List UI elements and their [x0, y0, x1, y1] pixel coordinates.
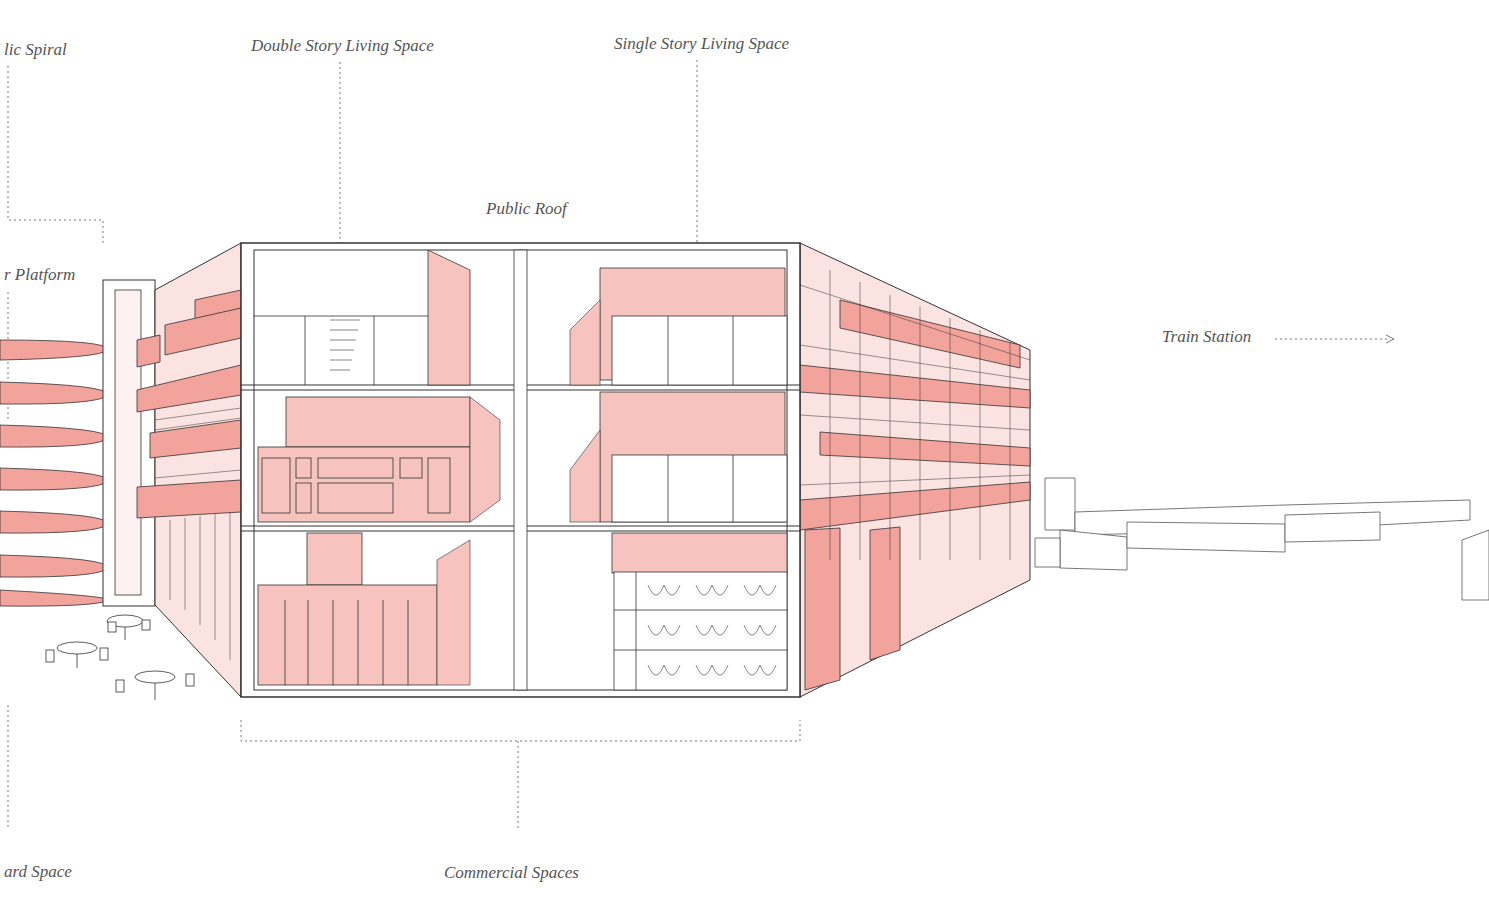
- annotation-label: Train Station: [1162, 327, 1251, 347]
- annotation-label: Commercial Spaces: [444, 863, 579, 883]
- annotation-label: r Platform: [4, 265, 75, 285]
- annotation-label: ard Space: [4, 862, 72, 882]
- annotation-label: Single Story Living Space: [614, 34, 789, 54]
- annotation-label: Double Story Living Space: [251, 36, 434, 56]
- annotation-label: lic Spiral: [4, 40, 67, 60]
- annotation-label: Public Roof: [486, 199, 567, 219]
